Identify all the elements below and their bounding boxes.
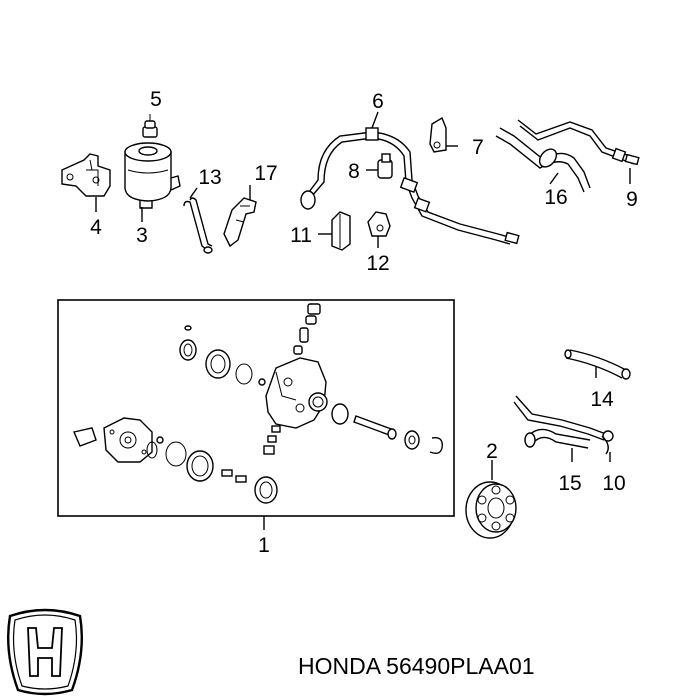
callout-10: 10 xyxy=(602,472,625,495)
part-4-reservoir-bracket xyxy=(61,153,111,212)
honda-logo-icon xyxy=(7,608,83,696)
callout-1: 1 xyxy=(258,534,270,557)
callout-6: 6 xyxy=(372,90,384,113)
part-6-pressure-hose xyxy=(300,111,520,245)
part-16-return-hose xyxy=(495,127,591,193)
part-7-clamp xyxy=(429,116,458,153)
part-9-return-pipe xyxy=(517,119,640,184)
part-8-pressure-switch xyxy=(366,153,393,179)
callout-16: 16 xyxy=(544,186,567,209)
callout-8: 8 xyxy=(348,160,360,183)
part-5-reservoir-cap xyxy=(142,114,158,138)
part-2-pulley xyxy=(465,460,517,539)
part-17-bracket xyxy=(223,185,257,248)
part-14-hose xyxy=(564,349,631,380)
callout-9: 9 xyxy=(626,188,638,211)
part-1-pump-assembly xyxy=(57,299,455,530)
part-13-hose xyxy=(183,187,213,254)
callout-labels: 1 2 3 4 5 6 7 8 9 10 11 12 13 14 15 16 1… xyxy=(90,88,638,557)
callout-7: 7 xyxy=(472,136,484,159)
part-12-bracket xyxy=(367,211,391,248)
callout-15: 15 xyxy=(558,472,581,495)
callout-4: 4 xyxy=(90,216,102,239)
callout-5: 5 xyxy=(150,88,162,111)
part-10-fitting xyxy=(601,430,614,462)
part-11-bracket xyxy=(318,211,351,251)
callout-2: 2 xyxy=(486,440,498,463)
callout-11: 11 xyxy=(290,224,312,247)
callout-12: 12 xyxy=(366,252,389,275)
callout-3: 3 xyxy=(136,224,148,247)
callout-13: 13 xyxy=(198,166,221,189)
callout-17: 17 xyxy=(254,162,277,185)
part-3-reservoir xyxy=(124,142,181,222)
part-15-hose xyxy=(513,395,607,462)
callout-14: 14 xyxy=(590,388,614,411)
part-number-caption: HONDA 56490PLAA01 xyxy=(298,653,535,679)
